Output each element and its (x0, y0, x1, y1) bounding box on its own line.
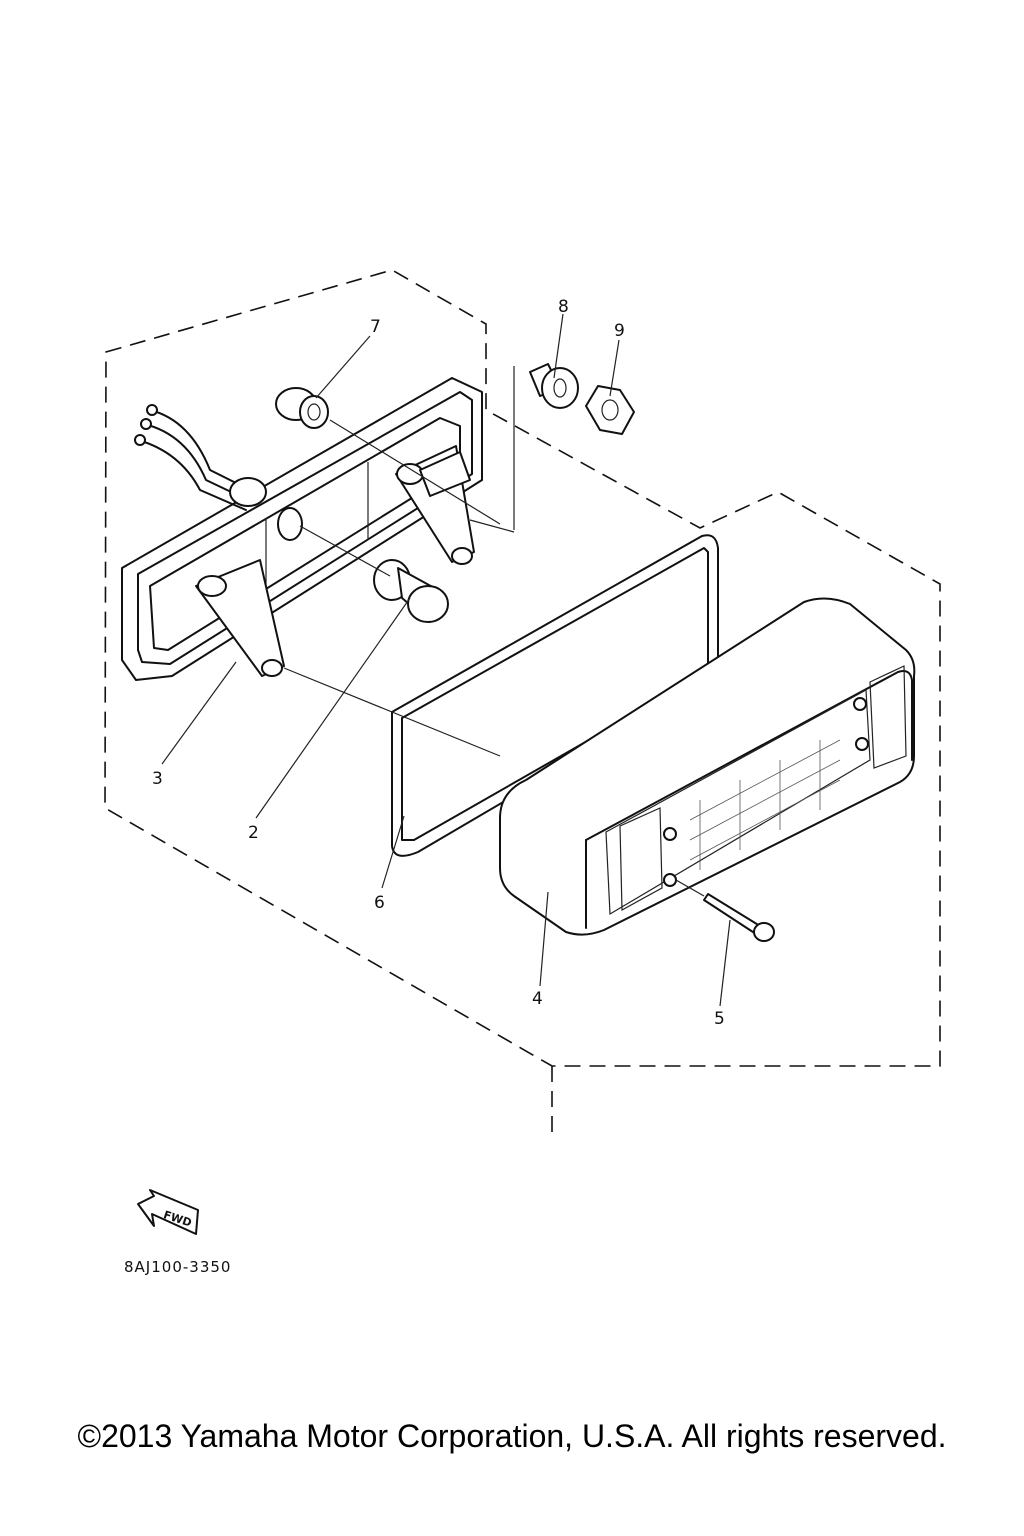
lens-part-4 (499, 597, 916, 936)
callout-3: 3 (152, 769, 163, 789)
grommet-part-7 (275, 387, 501, 525)
diagram-code: 8AJ100-3350 (124, 1258, 231, 1276)
callout-2: 2 (248, 823, 259, 843)
callout-9: 9 (614, 321, 625, 341)
taillight-base-housing (121, 377, 483, 681)
callout-8: 8 (558, 297, 569, 317)
callout-7: 7 (370, 317, 381, 337)
bulb-part-2 (299, 525, 449, 623)
callout-5: 5 (714, 1009, 725, 1029)
screw-part-5 (675, 879, 775, 942)
callout-6: 6 (374, 893, 385, 913)
forward-direction-arrow-icon: FWD (137, 1189, 199, 1235)
leader-lines (161, 313, 731, 1007)
lens-hatching (689, 739, 841, 870)
nut-part-9 (585, 385, 635, 435)
copyright-notice: ©2013 Yamaha Motor Corporation, U.S.A. A… (77, 1418, 947, 1454)
collar-part-8 (513, 363, 579, 530)
alignment-lines (283, 519, 515, 757)
assembly-boundary (104, 269, 941, 1140)
callout-4: 4 (532, 989, 543, 1009)
